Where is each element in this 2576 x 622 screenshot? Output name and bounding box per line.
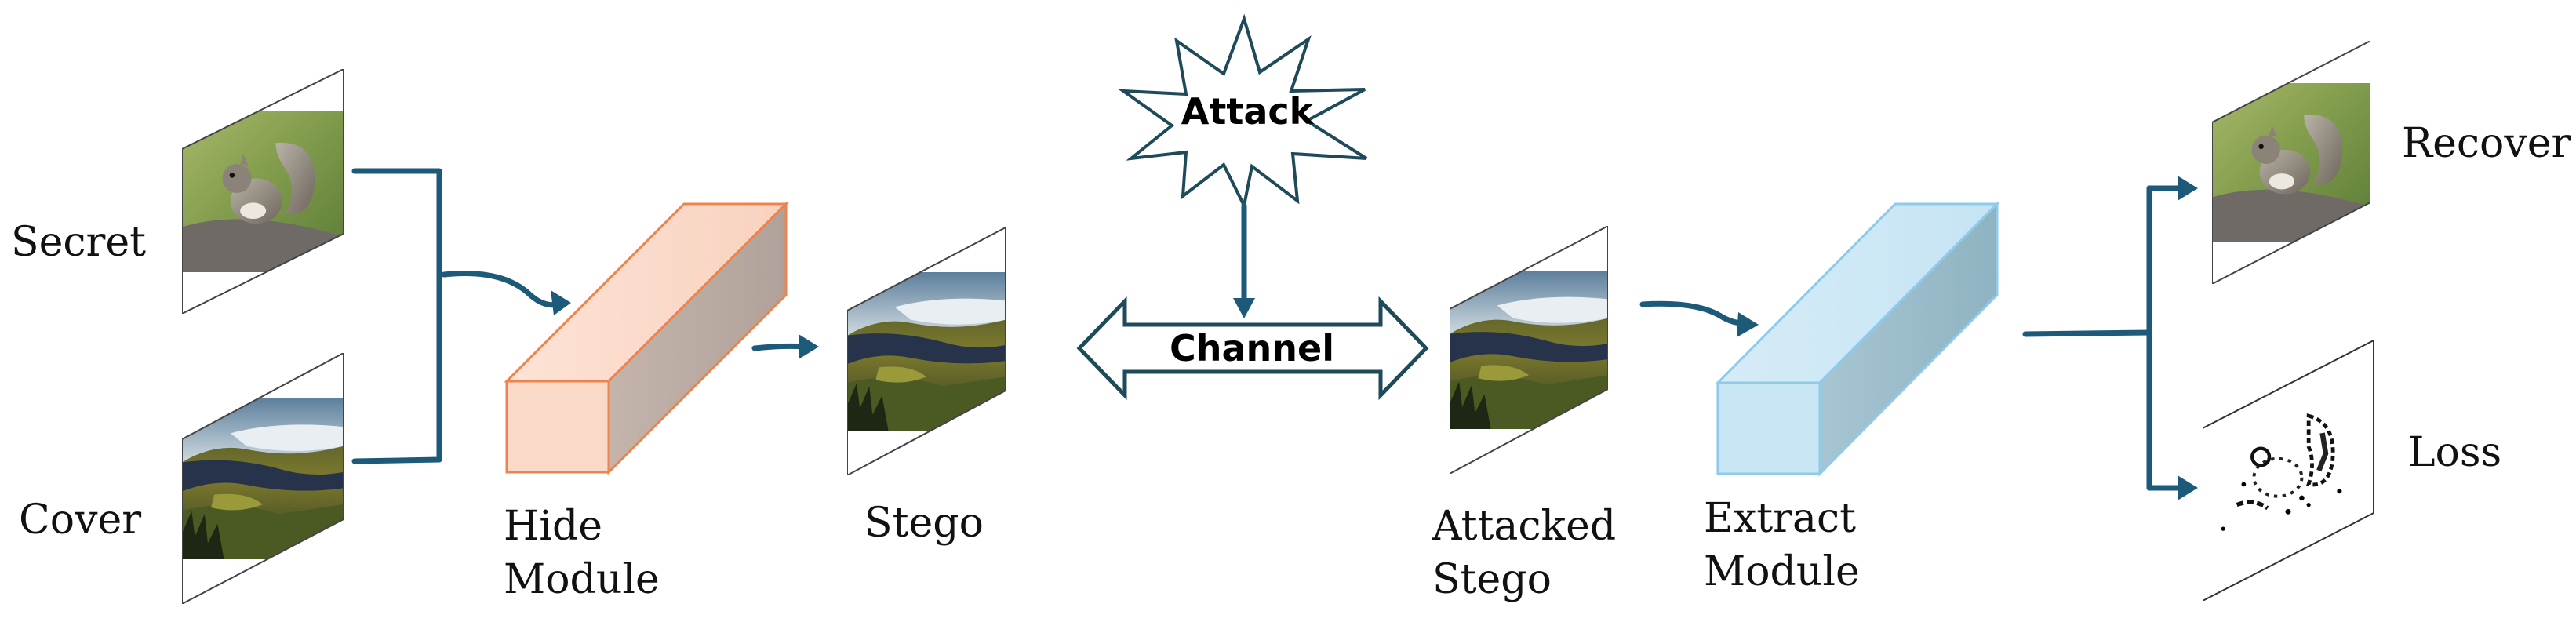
loss-image: [2203, 340, 2374, 601]
arrowhead: [2178, 475, 2198, 500]
hide-to-stego-arrow: [751, 343, 806, 351]
attacked-stego-label-line2: Stego: [1432, 556, 1552, 603]
channel-label: Channel: [1170, 327, 1334, 369]
extract-module-label-line1: Extract: [1704, 495, 1856, 542]
extract-module-label-line2: Module: [1704, 548, 1860, 595]
secret-label: Secret: [11, 219, 146, 266]
stego-label: Stego: [864, 500, 984, 547]
cover-label: Cover: [19, 497, 141, 544]
attacked-to-extract-arrow: [1639, 300, 1746, 326]
secret-image: [182, 69, 344, 314]
attack-label: Attack: [1181, 90, 1315, 133]
recover-label: Recover: [2402, 120, 2571, 167]
hide-module-label-line2: Module: [504, 556, 660, 603]
attacked-stego-label-line1: Attacked: [1432, 503, 1616, 550]
secret-cover-to-hide-arrow: [441, 270, 562, 308]
hide-module-block: [504, 201, 789, 475]
arrowhead: [2178, 176, 2198, 201]
loss-label: Loss: [2408, 429, 2501, 476]
recover-image: [2212, 41, 2370, 284]
extract-module-block: [1715, 201, 2000, 477]
arrowhead: [1233, 298, 1255, 318]
cover-image: [182, 353, 344, 604]
arrowhead: [1737, 312, 1759, 337]
arrowhead: [799, 334, 819, 359]
hide-module-label-line1: Hide: [504, 503, 602, 550]
arrowhead: [551, 290, 571, 315]
merge-connector: [351, 168, 442, 464]
channel-double-arrow: [1076, 296, 1429, 401]
stego-image: [847, 227, 1006, 475]
extract-output-line: [2022, 329, 2152, 337]
attacked-stego-image: [1450, 226, 1608, 474]
